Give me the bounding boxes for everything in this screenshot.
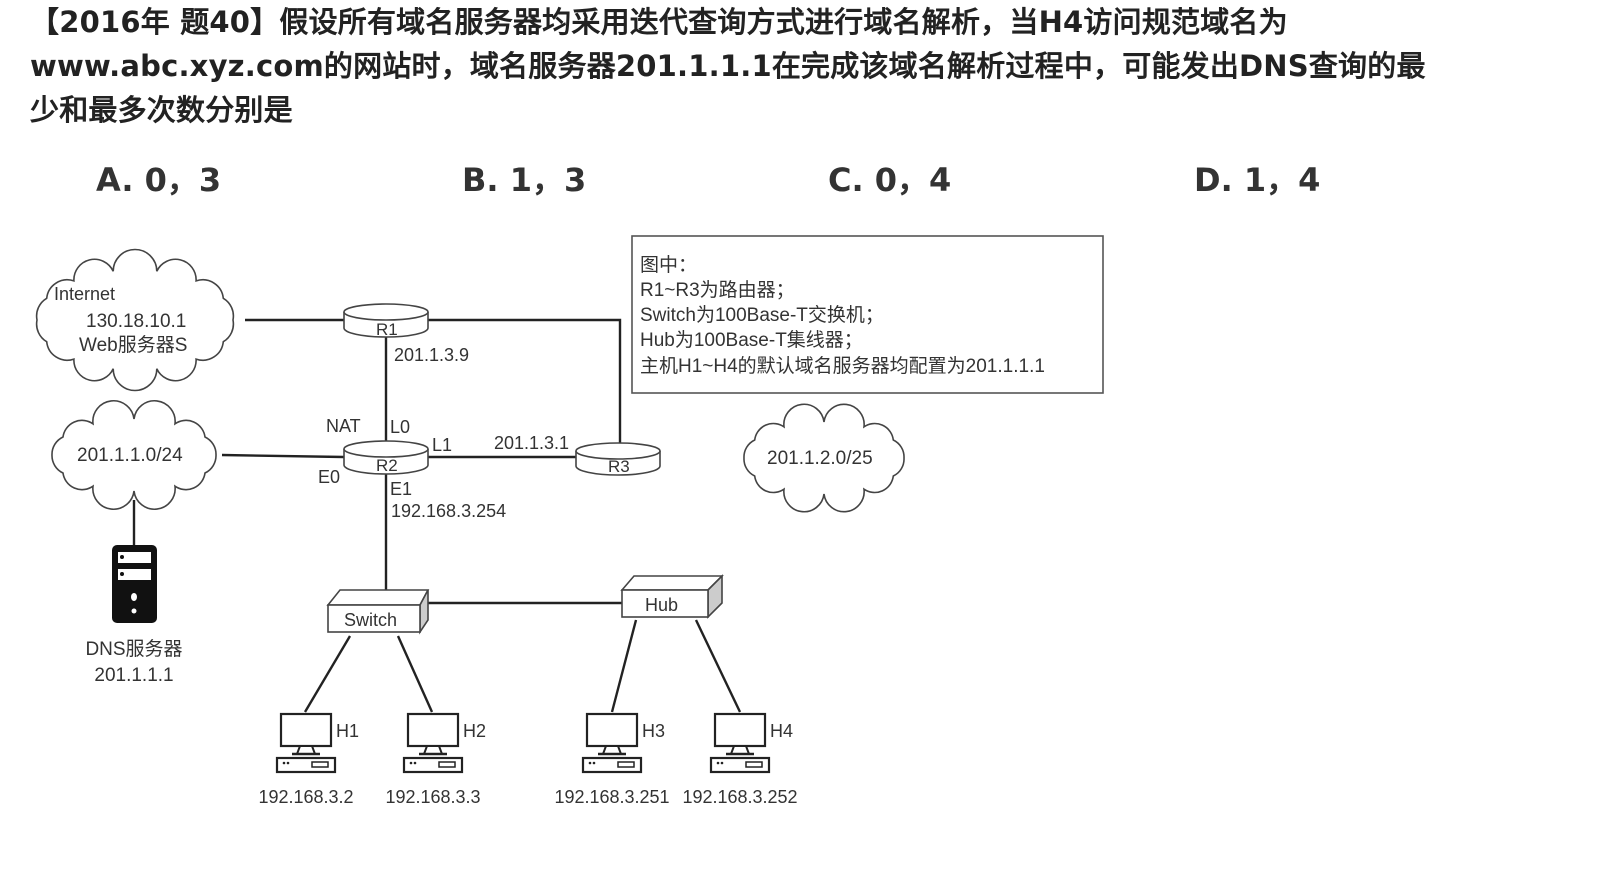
router-r1-label: R1 (376, 320, 398, 339)
option-a[interactable]: A. 0，3 (96, 161, 222, 199)
monitor-icon (406, 712, 460, 748)
host-h1: H1 192.168.3.2 (258, 712, 359, 807)
link-hub-h4 (694, 619, 742, 713)
option-b[interactable]: B. 1，3 (462, 161, 587, 199)
option-c[interactable]: C. 0，4 (828, 161, 952, 199)
switch-label: Switch (344, 610, 397, 630)
link-switch-h1 (303, 635, 352, 713)
host-name: H1 (336, 721, 359, 741)
dns-server-name: DNS服务器 (85, 638, 182, 660)
dns-server-icon (112, 545, 157, 623)
router-r3-label: R3 (608, 457, 630, 476)
host-name: H3 (642, 721, 665, 741)
host-name: H4 (770, 721, 793, 741)
links (132, 318, 742, 713)
web-server-ip: 130.18.10.1 (86, 311, 186, 332)
switch-device: Switch (326, 589, 430, 635)
host-ip: 192.168.3.2 (258, 787, 353, 807)
pc-case-icon (402, 756, 464, 774)
link-switch-h2 (396, 635, 434, 713)
e1-label: E1 (390, 479, 412, 499)
hub-label: Hub (645, 595, 678, 615)
monitor-icon (279, 712, 333, 748)
dns-server-ip: 201.1.1.1 (94, 665, 173, 686)
question-line-2: www.abc.xyz.com的网站时，域名服务器201.1.1.1在完成该域名… (30, 49, 1426, 83)
pc-case-icon (275, 756, 337, 774)
r1-ip-label: 201.1.3.9 (394, 345, 469, 365)
host-ip: 192.168.3.3 (385, 787, 480, 807)
pc-case-icon (709, 756, 771, 774)
legend-line: Hub为100Base-T集线器； (640, 329, 863, 351)
legend-box (631, 235, 1104, 394)
monitor-icon (585, 712, 639, 748)
legend-line: R1~R3为路由器； (640, 279, 795, 301)
right-cloud-label: 201.1.2.0/25 (767, 448, 873, 469)
right-cloud (743, 403, 905, 513)
l1-label: L1 (432, 435, 452, 455)
e0-label: E0 (318, 467, 340, 487)
link-r1-r3 (428, 318, 622, 445)
host-h2: H2 192.168.3.3 (385, 712, 486, 807)
web-server-name: Web服务器S (79, 334, 187, 356)
router-r3: R3 (575, 442, 661, 476)
monitor-icon (713, 712, 767, 748)
option-d[interactable]: D. 1，4 (1194, 161, 1321, 199)
legend-line: 主机H1~H4的默认域名服务器均配置为201.1.1.1 (640, 355, 1045, 377)
internet-cloud (35, 248, 235, 392)
host-h4: H4 192.168.3.252 (682, 712, 798, 807)
router-r1: R1 (343, 303, 429, 339)
host-name: H2 (463, 721, 486, 741)
link-hub-h3 (610, 619, 638, 713)
e1-ip-label: 192.168.3.254 (391, 501, 506, 521)
host-ip: 192.168.3.251 (554, 787, 669, 807)
pc-case-icon (581, 756, 643, 774)
r3-ip-label: 201.1.3.1 (494, 433, 569, 453)
legend-line: Switch为100Base-T交换机； (640, 304, 884, 326)
lan-cloud (51, 399, 217, 511)
router-r2-label: R2 (376, 456, 398, 475)
l0-label: L0 (390, 417, 410, 437)
router-r2: R2 (343, 440, 429, 475)
question-line-1: 【2016年 题40】假设所有域名服务器均采用迭代查询方式进行域名解析，当H4访… (30, 5, 1288, 39)
lan-cloud-label: 201.1.1.0/24 (77, 445, 183, 466)
hub-device: Hub (620, 574, 724, 619)
link-lan-r2 (221, 453, 345, 459)
host-h3: H3 192.168.3.251 (554, 712, 670, 807)
nat-label: NAT (326, 416, 361, 436)
question-line-3: 少和最多次数分别是 (30, 93, 293, 127)
legend-line: 图中： (640, 254, 697, 276)
internet-title: Internet (54, 284, 115, 304)
host-ip: 192.168.3.252 (682, 787, 797, 807)
